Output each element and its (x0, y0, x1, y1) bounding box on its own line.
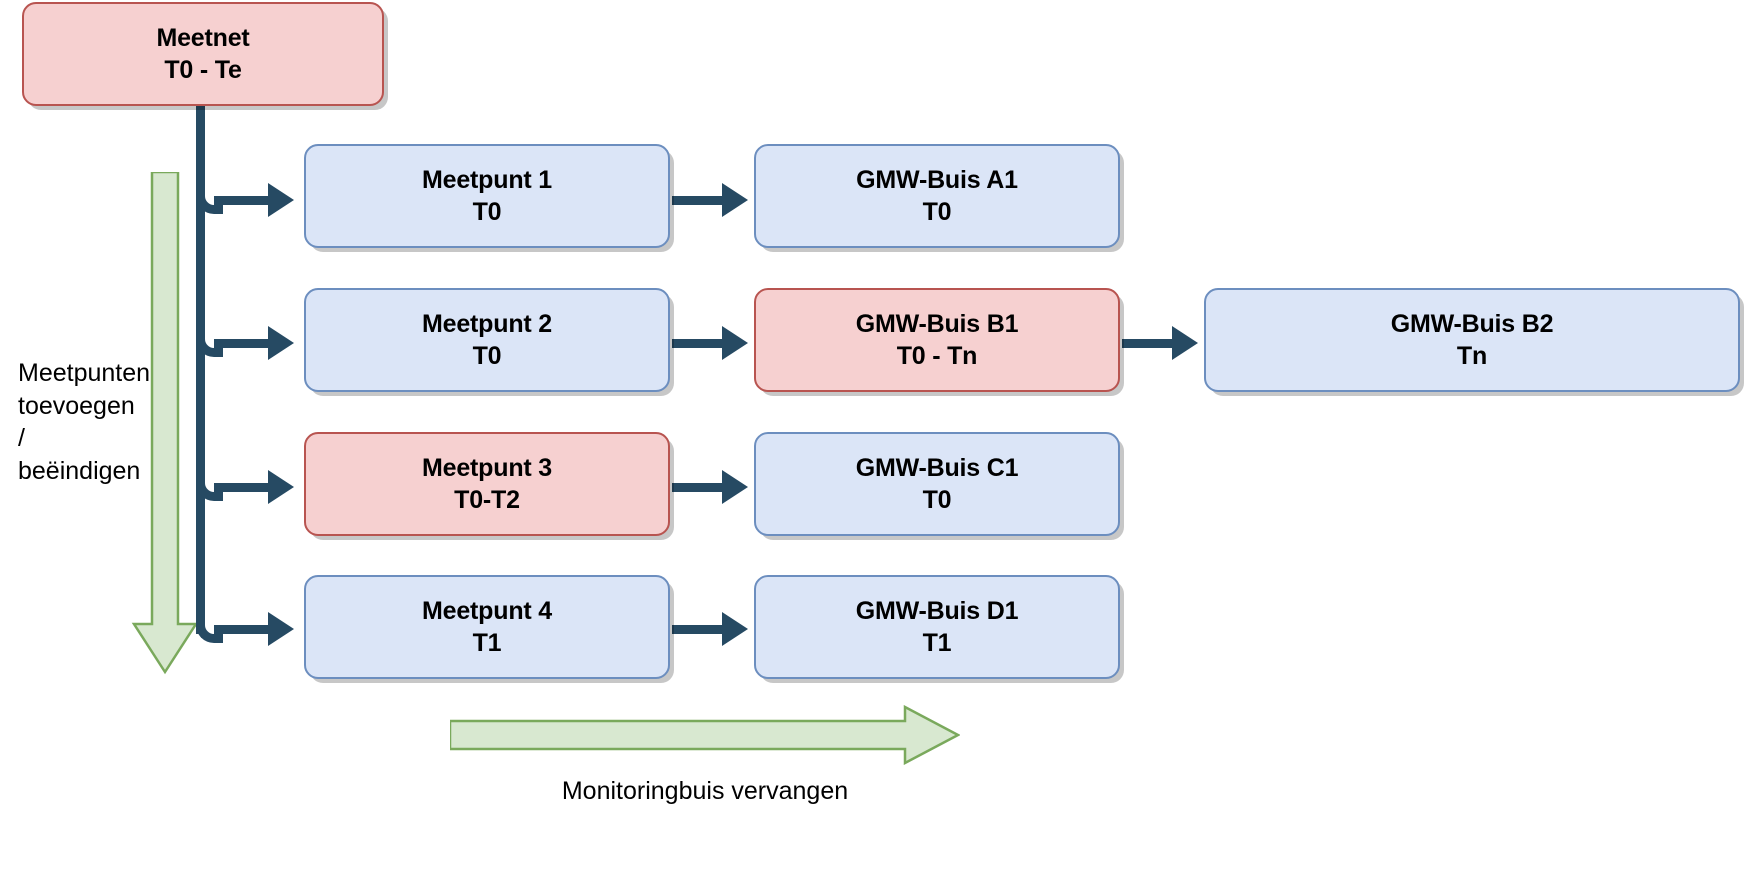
branch-arrowhead-row1 (268, 183, 294, 217)
right-block-arrow-icon (450, 705, 960, 765)
link-line-mp4-d1 (672, 625, 728, 634)
link-arrowhead-mp4-d1 (722, 612, 748, 646)
branch-elbow-row2 (196, 330, 223, 357)
node-gmw-buis-b1[interactable]: GMW-Buis B1 T0 - Tn (754, 288, 1120, 392)
node-meetpunt-2[interactable]: Meetpunt 2 T0 (304, 288, 670, 392)
vertical-arrow-label-line3: beëindigen (18, 456, 141, 485)
branch-line-row2 (214, 339, 271, 348)
node-meetnet-line2: T0 - Te (164, 56, 242, 84)
vertical-arrow-label-line1: Meetpunten (18, 359, 151, 387)
node-meetpunt-3-line2: T0-T2 (454, 486, 520, 514)
vertical-arrow-label-line2: toevoegen / (18, 391, 135, 453)
branch-elbow-row4 (196, 616, 223, 643)
node-gmw-buis-c1-line1: GMW-Buis C1 (855, 454, 1019, 482)
branch-line-row1 (214, 196, 271, 205)
branch-elbow-row1 (196, 187, 223, 214)
horizontal-arrow-label: Monitoringbuis vervangen (561, 777, 849, 805)
branch-arrowhead-row2 (268, 326, 294, 360)
link-line-b1-b2 (1122, 339, 1178, 348)
node-meetpunt-2-line1: Meetpunt 2 (422, 310, 552, 338)
node-meetpunt-1[interactable]: Meetpunt 1 T0 (304, 144, 670, 248)
node-meetpunt-3[interactable]: Meetpunt 3 T0-T2 (304, 432, 670, 536)
node-meetnet-line1: Meetnet (156, 24, 250, 52)
node-meetpunt-1-line2: T0 (472, 198, 502, 226)
link-line-mp2-b1 (672, 339, 728, 348)
vertical-arrow-label: Meetpunten toevoegen / beëindigen (18, 357, 151, 487)
node-meetpunt-2-line2: T0 (472, 342, 502, 370)
node-gmw-buis-d1[interactable]: GMW-Buis D1 T1 (754, 575, 1120, 679)
branch-arrowhead-row3 (268, 470, 294, 504)
node-gmw-buis-b2-line2: Tn (1456, 342, 1488, 370)
node-gmw-buis-d1-line1: GMW-Buis D1 (855, 597, 1019, 625)
node-meetpunt-3-line1: Meetpunt 3 (422, 454, 552, 482)
branch-elbow-row3 (196, 474, 223, 501)
node-meetpunt-4-line2: T1 (472, 629, 502, 657)
node-meetpunt-4-line1: Meetpunt 4 (422, 597, 552, 625)
branch-arrowhead-row4 (268, 612, 294, 646)
trunk-vertical-line (196, 104, 205, 634)
node-gmw-buis-c1[interactable]: GMW-Buis C1 T0 (754, 432, 1120, 536)
node-gmw-buis-b1-line1: GMW-Buis B1 (855, 310, 1019, 338)
branch-line-row4 (214, 625, 271, 634)
branch-line-row3 (214, 483, 271, 492)
node-meetnet[interactable]: Meetnet T0 - Te (22, 2, 384, 106)
node-meetpunt-1-line1: Meetpunt 1 (422, 166, 552, 194)
node-gmw-buis-a1-line1: GMW-Buis A1 (856, 166, 1018, 194)
node-gmw-buis-d1-line2: T1 (922, 629, 952, 657)
node-gmw-buis-c1-line2: T0 (922, 486, 952, 514)
node-meetpunt-4[interactable]: Meetpunt 4 T1 (304, 575, 670, 679)
link-line-mp3-c1 (672, 483, 728, 492)
node-gmw-buis-b1-line2: T0 - Tn (896, 342, 978, 370)
link-arrowhead-mp2-b1 (722, 326, 748, 360)
link-arrowhead-mp3-c1 (722, 470, 748, 504)
node-gmw-buis-b2-line1: GMW-Buis B2 (1390, 310, 1554, 338)
link-arrowhead-mp1-a1 (722, 183, 748, 217)
node-gmw-buis-b2[interactable]: GMW-Buis B2 Tn (1204, 288, 1740, 392)
node-gmw-buis-a1-line2: T0 (922, 198, 952, 226)
down-block-arrow-icon (131, 172, 199, 675)
node-gmw-buis-a1[interactable]: GMW-Buis A1 T0 (754, 144, 1120, 248)
link-line-mp1-a1 (672, 196, 728, 205)
link-arrowhead-b1-b2 (1172, 326, 1198, 360)
